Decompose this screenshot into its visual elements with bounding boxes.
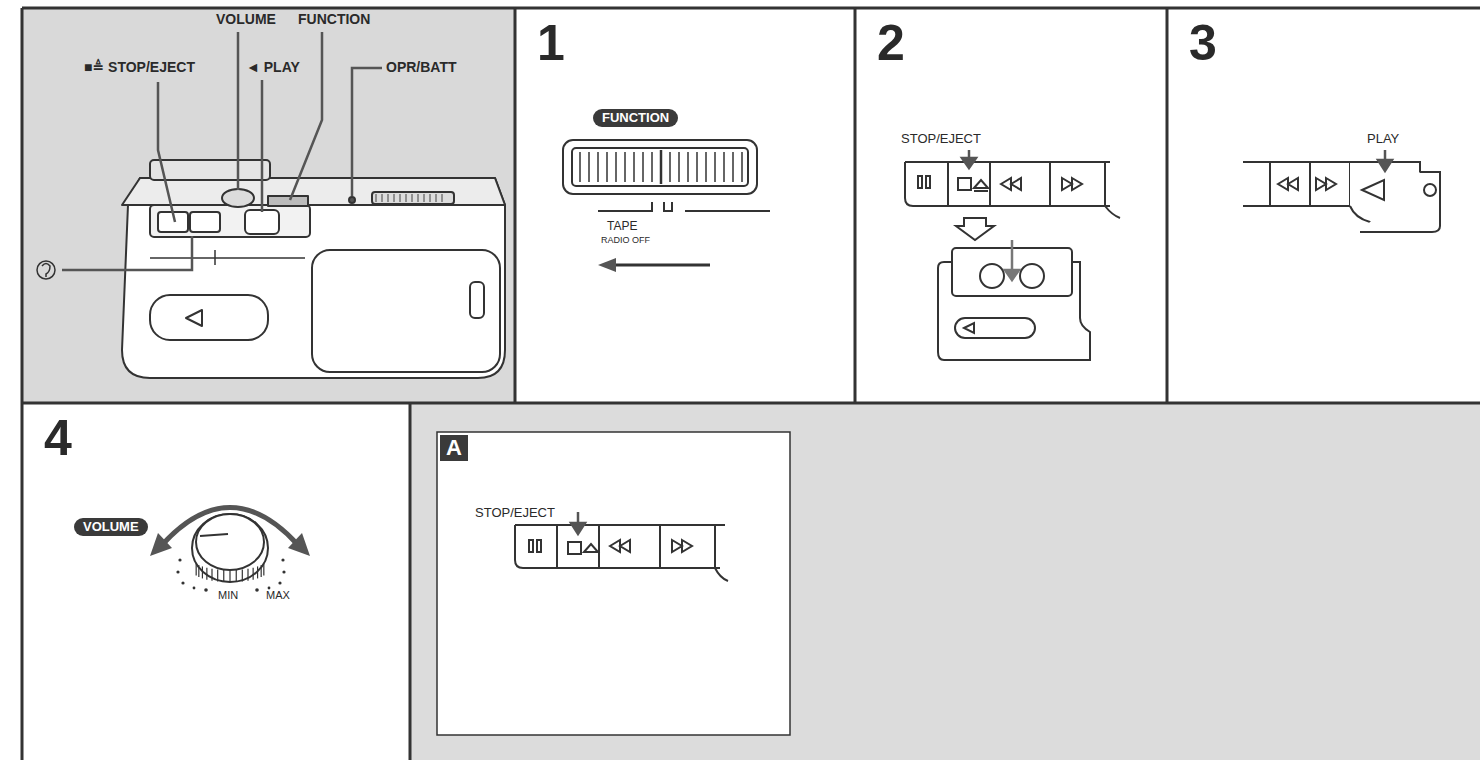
step-panel: 1FUNCTION TAPE RADIO OFF (515, 8, 855, 403)
position-label: TAPE (607, 220, 637, 233)
control-name: FUNCTION (593, 109, 678, 127)
button-label: STOP/EJECT (475, 506, 555, 520)
scale-label: MAX (266, 589, 290, 601)
step-panel: 2STOP/EJECT (855, 8, 1167, 403)
button-label: STOP/EJECT (901, 132, 981, 146)
step-number: 2 (877, 16, 905, 71)
step-number: 4 (44, 411, 72, 466)
part-label: VOLUME (216, 12, 276, 27)
button-label: PLAY (1367, 132, 1399, 146)
part-label: ◄ PLAY (246, 60, 300, 75)
part-label: FUNCTION (298, 12, 370, 27)
step-number: 3 (1189, 16, 1217, 71)
device-panel: ■≜ STOP/EJECT VOLUME ◄ PLAY FUNCTION OPR/BAT… (22, 8, 515, 403)
scale-label: MIN (218, 589, 238, 601)
part-label: ■≜ STOP/EJECT (84, 60, 195, 75)
step-number: 1 (537, 16, 565, 71)
step-panel: 3PLAY (1167, 8, 1480, 403)
control-name: VOLUME (74, 518, 148, 536)
part-label: OPR/BATT (386, 60, 457, 75)
note-panel: A STOP/EJECT (437, 432, 790, 735)
note-letter: A (440, 435, 468, 461)
position-label: RADIO OFF (601, 236, 650, 246)
step-panel: 4VOLUME MIN MAX (22, 403, 410, 760)
